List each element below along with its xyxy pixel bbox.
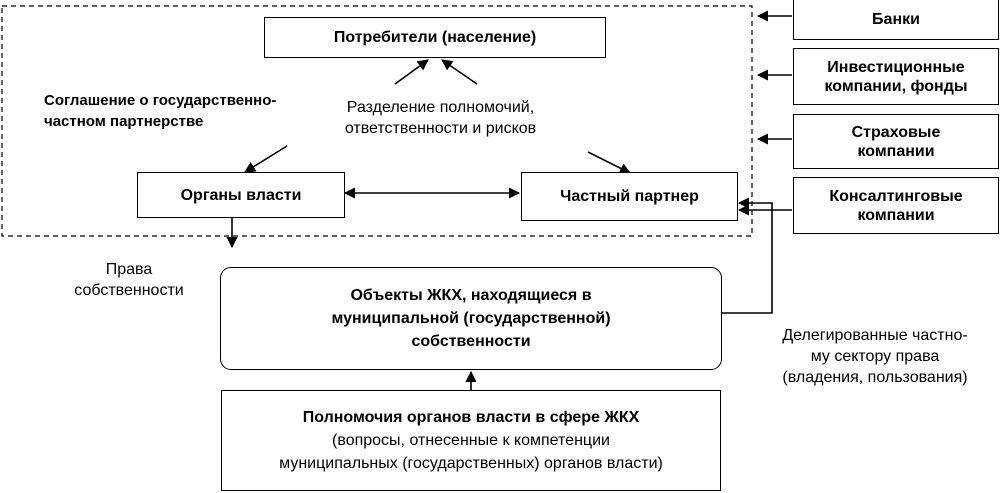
- insurance-line-2: компании: [857, 142, 935, 160]
- consumers-label: Потребители (население): [333, 29, 537, 46]
- insurance-line-1: Страховые: [851, 123, 941, 141]
- powers-title: Полномочия органов власти в сфере ЖКХ: [302, 409, 640, 426]
- banks-label: Банки: [872, 10, 920, 28]
- investment-line-2: компании, фонды: [824, 77, 968, 95]
- objects-line-1: Объекты ЖКХ, находящиеся в: [350, 287, 592, 304]
- delegated-line-2: му сектору права: [810, 348, 940, 365]
- division-label: Разделение полномочий, ответственности и…: [318, 97, 563, 139]
- private-partner-box: Частный партнер: [521, 172, 738, 221]
- agreement-line-1: Соглашение о государственно-: [44, 92, 277, 109]
- property-rights-line-1: Права: [105, 261, 153, 278]
- agreement-label: Соглашение о государственно- частном пар…: [44, 90, 304, 132]
- objects-line-3: собственности: [411, 333, 531, 350]
- delegated-rights-label: Делегированные частно- му сектору права …: [752, 325, 998, 388]
- objects-box: Объекты ЖКХ, находящиеся в муниципальной…: [220, 267, 722, 370]
- private-partner-label: Частный партнер: [560, 188, 699, 205]
- delegated-line-3: (владения, пользования): [782, 369, 968, 386]
- partnership-frame: [1, 5, 753, 237]
- division-line-2: ответственности и рисков: [344, 120, 537, 137]
- authorities-label: Органы власти: [180, 186, 302, 204]
- investment-box: Инвестиционные компании, фонды: [793, 48, 999, 105]
- arrow-to-partner: [587, 151, 632, 174]
- division-line-1: Разделение полномочий,: [346, 99, 535, 116]
- objects-line-2: муниципальной (государственной): [331, 310, 611, 327]
- consulting-line-2: компании: [857, 206, 935, 224]
- insurance-box: Страховые компании: [793, 114, 999, 169]
- arrow-delegated-rights: [722, 197, 773, 314]
- agreement-line-2: частном партнерстве: [44, 113, 204, 130]
- property-rights-label: Права собственности: [60, 259, 198, 301]
- powers-box: Полномочия органов власти в сфере ЖКХ (в…: [221, 390, 721, 491]
- powers-sub-line-2: муниципальных (государственных) органов …: [279, 455, 663, 472]
- authorities-box: Органы власти: [137, 172, 345, 218]
- property-rights-line-2: собственности: [74, 282, 184, 299]
- investment-line-1: Инвестиционные: [827, 58, 965, 76]
- arrow-to-consumers-left: [394, 59, 429, 85]
- delegated-line-1: Делегированные частно-: [782, 327, 968, 344]
- consulting-line-1: Консалтинговые: [829, 187, 963, 205]
- arrow-to-authorities: [244, 145, 288, 173]
- arrow-to-consumers-right: [441, 59, 478, 85]
- consumers-box: Потребители (население): [264, 17, 606, 58]
- banks-box: Банки: [793, 0, 999, 40]
- powers-sub-line-1: (вопросы, отнесенные к компетенции: [332, 432, 610, 449]
- consulting-box: Консалтинговые компании: [793, 177, 999, 234]
